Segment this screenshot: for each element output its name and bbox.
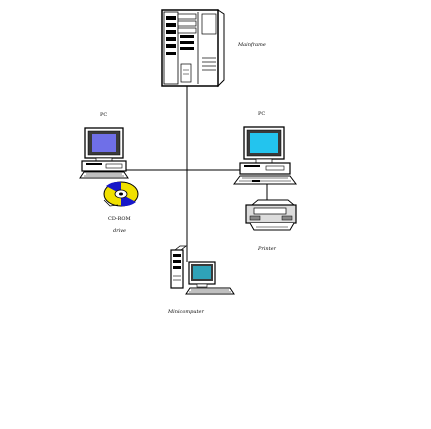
pc-right-label: PC xyxy=(258,111,265,117)
printer-label: Printer xyxy=(257,246,277,252)
cdrom-label-line1: CD-ROM xyxy=(108,216,131,222)
mainframe-icon xyxy=(161,9,225,88)
pc-left-screen xyxy=(92,134,116,152)
cdrom-label-line2: drive xyxy=(113,228,126,234)
pc-right-screen xyxy=(250,133,278,153)
printer-icon xyxy=(245,199,297,231)
minicomputer-icon xyxy=(170,245,235,295)
cdrom-icon xyxy=(103,181,139,207)
pc-left-icon xyxy=(79,127,129,179)
pc-right-icon xyxy=(233,126,297,185)
mainframe-label: Mainframe xyxy=(237,42,266,48)
minicomputer-screen xyxy=(193,266,211,279)
pc-left-label: PC xyxy=(100,112,107,118)
minicomputer-label: Minicomputer xyxy=(167,309,204,315)
